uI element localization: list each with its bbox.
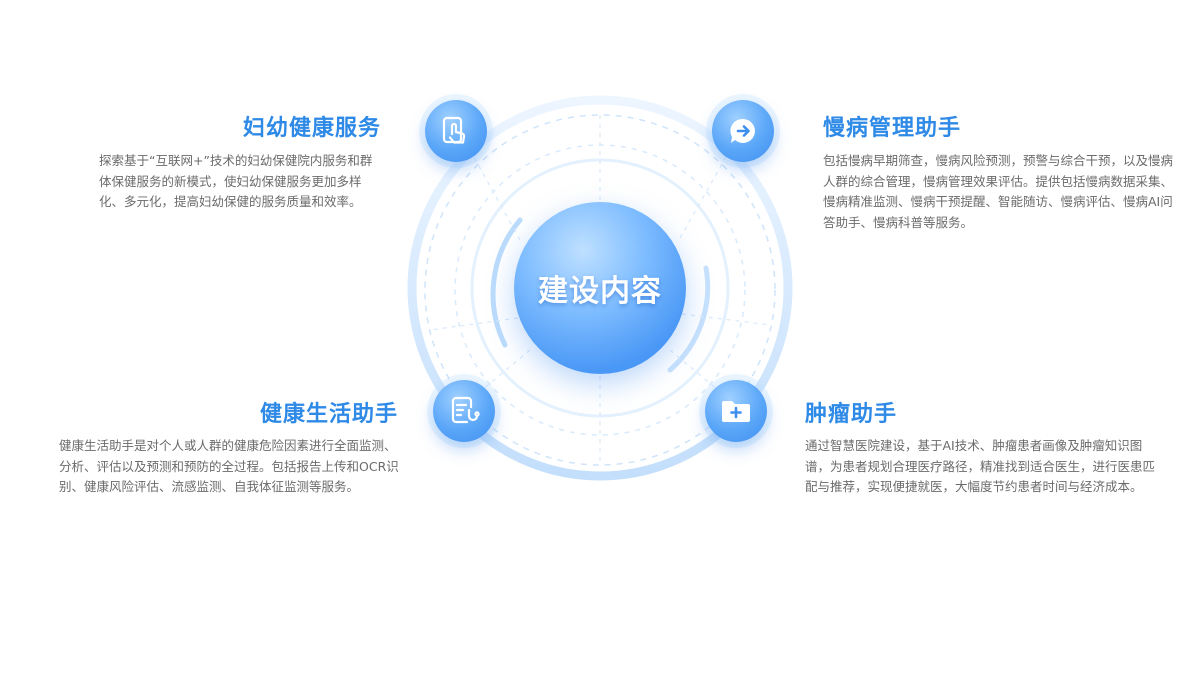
lifestyle-description: 健康生活助手是对个人或人群的健康危险因素进行全面监测、分析、评估以及预测和预防的…	[59, 438, 399, 494]
outer-ring	[407, 95, 793, 481]
accent-arc-left	[490, 217, 523, 348]
medical-report-stethoscope-icon	[433, 380, 495, 442]
lifestyle-title: 健康生活助手	[260, 402, 399, 427]
arrow-chat-bubble-icon	[712, 100, 774, 162]
accent-arc-right	[667, 265, 711, 373]
center-label: 建设内容	[538, 274, 662, 309]
dashed-ring-outer	[424, 114, 776, 466]
center-circle: 建设内容	[514, 202, 686, 374]
tumor-title: 肿瘤助手	[805, 402, 898, 427]
maternal-description: 探索基于“互联网+”技术的妇幼保健院内服务和群体保健服务的新模式，使妇幼保健服务…	[99, 153, 373, 209]
chronic-title: 慢病管理助手	[823, 116, 962, 141]
tumor-description: 通过智慧医院建设，基于AI技术、肿瘤患者画像及肿瘤知识图谱，为患者规划合理医疗路…	[805, 438, 1156, 494]
chronic-description: 包括慢病早期筛查，慢病风险预测，预警与综合干预，以及慢病人群的综合管理，慢病管理…	[823, 153, 1174, 230]
medical-folder-plus-icon	[705, 380, 767, 442]
maternal-title: 妇幼健康服务	[243, 116, 382, 141]
hand-touch-icon	[425, 100, 487, 162]
